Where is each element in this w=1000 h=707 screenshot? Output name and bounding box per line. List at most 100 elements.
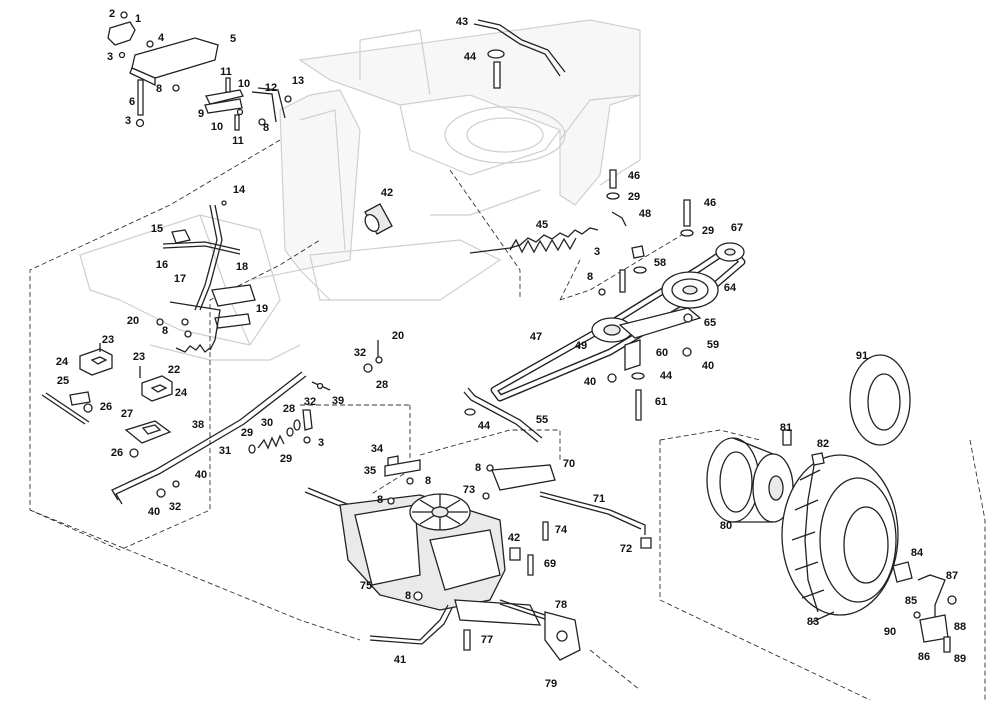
callout-c17: 17 (174, 273, 186, 285)
transaxle-hardware (369, 455, 652, 651)
callout-c41: 41 (394, 654, 406, 666)
callout-c23b: 23 (133, 351, 145, 363)
callout-c60: 60 (656, 347, 668, 359)
callout-c29a: 29 (628, 191, 640, 203)
callout-c44a: 44 (464, 51, 477, 63)
footrest-plate (107, 11, 292, 131)
callout-c4: 4 (158, 32, 165, 44)
callout-c2a: 2 (109, 8, 115, 20)
callout-c11b: 11 (232, 135, 244, 147)
callout-c86: 86 (918, 651, 930, 663)
callout-c38: 38 (192, 419, 204, 431)
callout-c8f: 8 (475, 462, 481, 474)
callout-c47: 47 (530, 331, 542, 343)
clutch-rod-55 (463, 387, 543, 443)
callout-c8c: 8 (162, 325, 168, 337)
callout-c15: 15 (151, 223, 163, 235)
callout-c80: 80 (720, 520, 732, 532)
callout-c3d: 3 (318, 437, 324, 449)
callout-c45: 45 (536, 219, 548, 231)
callout-c20b: 20 (392, 330, 404, 342)
callout-c28b: 28 (283, 403, 295, 415)
callout-c44b: 44 (660, 370, 673, 382)
callout-c24a: 24 (56, 356, 69, 368)
callout-c83: 83 (807, 616, 819, 628)
callout-c19: 19 (256, 303, 268, 315)
callout-c22: 22 (168, 364, 180, 376)
callout-c14: 14 (233, 184, 246, 196)
tyre-83 (781, 454, 899, 623)
callout-c59: 59 (707, 339, 719, 351)
callout-c46b: 46 (704, 197, 716, 209)
callout-c88: 88 (954, 621, 966, 633)
callout-c58: 58 (654, 257, 666, 269)
callout-c89: 89 (954, 653, 966, 665)
cooling-fan-73 (409, 493, 471, 531)
callout-c8a: 8 (156, 83, 162, 95)
callout-c26a: 26 (100, 401, 112, 413)
callout-c79: 79 (545, 678, 557, 690)
callout-c34: 34 (371, 443, 384, 455)
assembly-dashed-outlines (29, 139, 986, 701)
callout-c42a: 42 (381, 187, 393, 199)
callout-c49: 49 (575, 340, 587, 352)
callout-c32a: 32 (354, 347, 366, 359)
callout-c26b: 26 (111, 447, 123, 459)
rod-assembly-43 (473, 19, 566, 89)
callout-c8e: 8 (425, 475, 431, 487)
callout-c40c: 40 (195, 469, 207, 481)
callout-c16: 16 (156, 259, 168, 271)
drive-belt-47 (490, 244, 746, 402)
callout-c82: 82 (817, 438, 829, 450)
callout-c75: 75 (360, 580, 372, 592)
transaxle-75 (304, 487, 581, 661)
callout-c28a: 28 (376, 379, 388, 391)
callout-c43: 43 (456, 16, 468, 28)
callout-c8g: 8 (377, 494, 383, 506)
callout-c3b: 3 (125, 115, 131, 127)
callout-c27: 27 (121, 408, 133, 420)
callout-c42b: 42 (508, 532, 520, 544)
callout-c71: 71 (593, 493, 605, 505)
tension-arm-65 (607, 307, 702, 421)
callout-c39: 39 (332, 395, 344, 407)
callout-c13: 13 (292, 75, 304, 87)
callout-c64: 64 (724, 282, 737, 294)
callout-c32b: 32 (304, 396, 316, 408)
callout-c9: 9 (198, 108, 204, 120)
callout-c8h: 8 (405, 590, 411, 602)
callout-c10a: 10 (238, 78, 250, 90)
callout-c29b: 29 (702, 225, 714, 237)
callout-c91: 91 (856, 350, 868, 362)
pulley-64 (661, 271, 719, 309)
callout-c31: 31 (219, 445, 231, 457)
callout-c67: 67 (731, 222, 743, 234)
idler-pulley-67 (715, 242, 745, 262)
callout-c69: 69 (544, 558, 556, 570)
bolts-46 (598, 169, 694, 296)
callout-c81: 81 (780, 422, 792, 434)
callout-c11a: 11 (220, 66, 232, 78)
tire-91 (849, 354, 911, 446)
callout-c8d: 8 (587, 271, 593, 283)
callout-c78: 78 (555, 599, 567, 611)
rim-80 (706, 437, 794, 523)
callout-c55: 55 (536, 414, 548, 426)
callout-c30: 30 (261, 417, 273, 429)
height-blocks (41, 343, 173, 458)
callout-c40a: 40 (702, 360, 714, 372)
callout-c29c: 29 (241, 427, 253, 439)
callout-c18: 18 (236, 261, 248, 273)
bushing-42 (364, 203, 393, 235)
callout-c35: 35 (364, 465, 376, 477)
callout-c3c: 3 (594, 246, 600, 258)
callout-c46a: 46 (628, 170, 640, 182)
callout-c87: 87 (946, 570, 958, 582)
spring-45 (469, 227, 599, 254)
callout-c72: 72 (620, 543, 632, 555)
callout-c10b: 10 (211, 121, 223, 133)
callout-c3a: 3 (107, 51, 113, 63)
callout-c73: 73 (463, 484, 475, 496)
